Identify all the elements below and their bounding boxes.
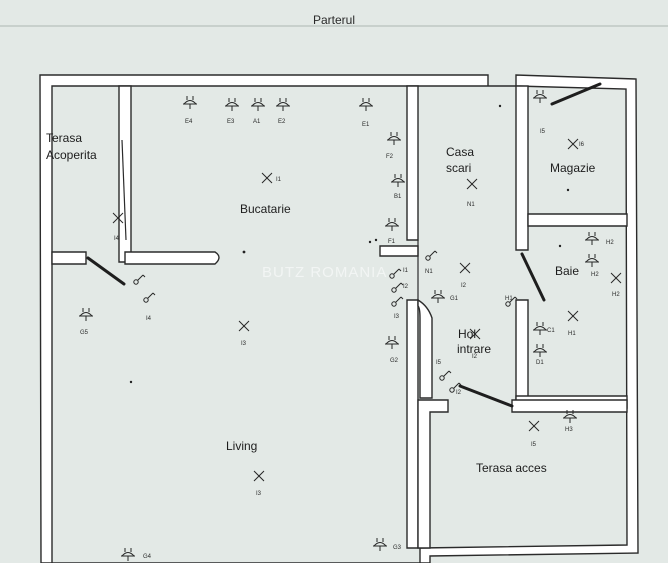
tag-g3: G3 (393, 545, 402, 551)
wall-stair-magazie (515, 85, 529, 251)
room-terasa-acoperita-line1: Terasa (46, 131, 82, 145)
wall-terasa-bottom (51, 251, 87, 265)
marker-dot (242, 250, 246, 254)
tag-i1-bucatarie: I1 (276, 177, 282, 183)
room-baie: Baie (555, 264, 579, 278)
room-living: Living (226, 439, 257, 453)
plan-title: Parterul (313, 13, 355, 27)
tag-e3: E3 (227, 119, 235, 125)
marker-dot (498, 104, 502, 108)
watermark: BUTZ ROMANIA (262, 264, 387, 281)
tag-g5: G5 (80, 330, 89, 336)
tag-g4: G4 (143, 554, 152, 560)
room-magazie: Magazie (550, 161, 596, 175)
tag-i2-switch: I2 (403, 284, 409, 290)
room-casa-scari-line1: Casa (446, 145, 474, 159)
tag-f2: F2 (386, 154, 394, 160)
door-hol (458, 384, 514, 408)
wall-terasa-acces-top (417, 399, 449, 549)
tag-i4-terasa: I4 (114, 236, 120, 242)
marker-dot (374, 238, 378, 242)
tag-h3: H3 (565, 427, 573, 433)
tag-i2-casa-scari: I2 (461, 283, 467, 289)
room-casa-scari-line2: scari (446, 161, 471, 175)
doors (86, 82, 602, 408)
wall-magazie-bottom (527, 213, 628, 227)
tag-h2-mid: H2 (591, 272, 599, 278)
window-terasa (121, 139, 127, 241)
tag-i1-switch: I1 (403, 268, 409, 274)
tag-b1: B1 (394, 194, 402, 200)
tag-h2-top: H2 (606, 240, 614, 246)
markers (129, 104, 570, 384)
wall-living-hall (406, 299, 419, 549)
marker-dot (129, 380, 133, 384)
room-hol-intrare-line1: Hol (458, 327, 476, 341)
door-baie (520, 252, 546, 302)
tag-h1-baie: H1 (568, 331, 576, 337)
tag-h2-side: H2 (612, 292, 620, 298)
wall-terasa-acoperita (118, 85, 132, 263)
tag-f1: F1 (388, 239, 396, 245)
tag-e1: E1 (362, 122, 370, 128)
tag-i5-magazie: I5 (540, 129, 546, 135)
room-labels: Terasa Acoperita Bucatarie Casa scari Ma… (46, 131, 596, 475)
tag-i5-terasa: I5 (531, 442, 537, 448)
wall-kitchen-stair (406, 85, 419, 241)
wall-terasa-acces-right (511, 399, 628, 413)
tag-e4: E4 (185, 119, 193, 125)
tag-i6-magazie: I6 (579, 142, 585, 148)
tag-d1: D1 (536, 360, 544, 366)
tag-i4-switch: I4 (146, 316, 152, 322)
wall-hol-curve (417, 298, 433, 399)
outer-wall (39, 74, 639, 563)
symbol-tags: E4 E3 A1 E2 E1 F2 B1 F1 I1 I4 I4 G5 I3 I… (80, 119, 620, 560)
marker-dot (558, 244, 562, 248)
tag-i3-living: I3 (256, 491, 262, 497)
wall-stub-kitchen (379, 245, 419, 257)
tag-g2: G2 (390, 358, 399, 364)
wall-baie-left (515, 299, 529, 401)
marker-dot (368, 240, 372, 244)
door-terasa (86, 256, 126, 286)
door-magazie (550, 82, 602, 106)
marker-dot (566, 188, 570, 192)
tag-e2: E2 (278, 119, 286, 125)
tag-i3-mid: I3 (241, 341, 247, 347)
tag-i2-switch2: I2 (456, 390, 462, 396)
wall-kitchen-peninsula (124, 251, 220, 265)
tag-i3-switch: I3 (394, 314, 400, 320)
room-hol-intrare-line2: intrare (457, 342, 491, 356)
tag-i2-hol: I2 (472, 354, 478, 360)
room-bucatarie: Bucatarie (240, 202, 291, 216)
tag-n1-casa-scari: N1 (467, 202, 475, 208)
tag-h1-door: H1 (505, 296, 513, 302)
tag-n1-switch: N1 (425, 269, 433, 275)
room-terasa-acces: Terasa acces (476, 461, 547, 475)
walls (39, 74, 639, 563)
room-terasa-acoperita-line2: Acoperita (46, 148, 97, 162)
tag-c1: C1 (547, 328, 555, 334)
tag-a1: A1 (253, 119, 261, 125)
tag-i5-switch: I5 (436, 360, 442, 366)
tag-g1: G1 (450, 296, 459, 302)
